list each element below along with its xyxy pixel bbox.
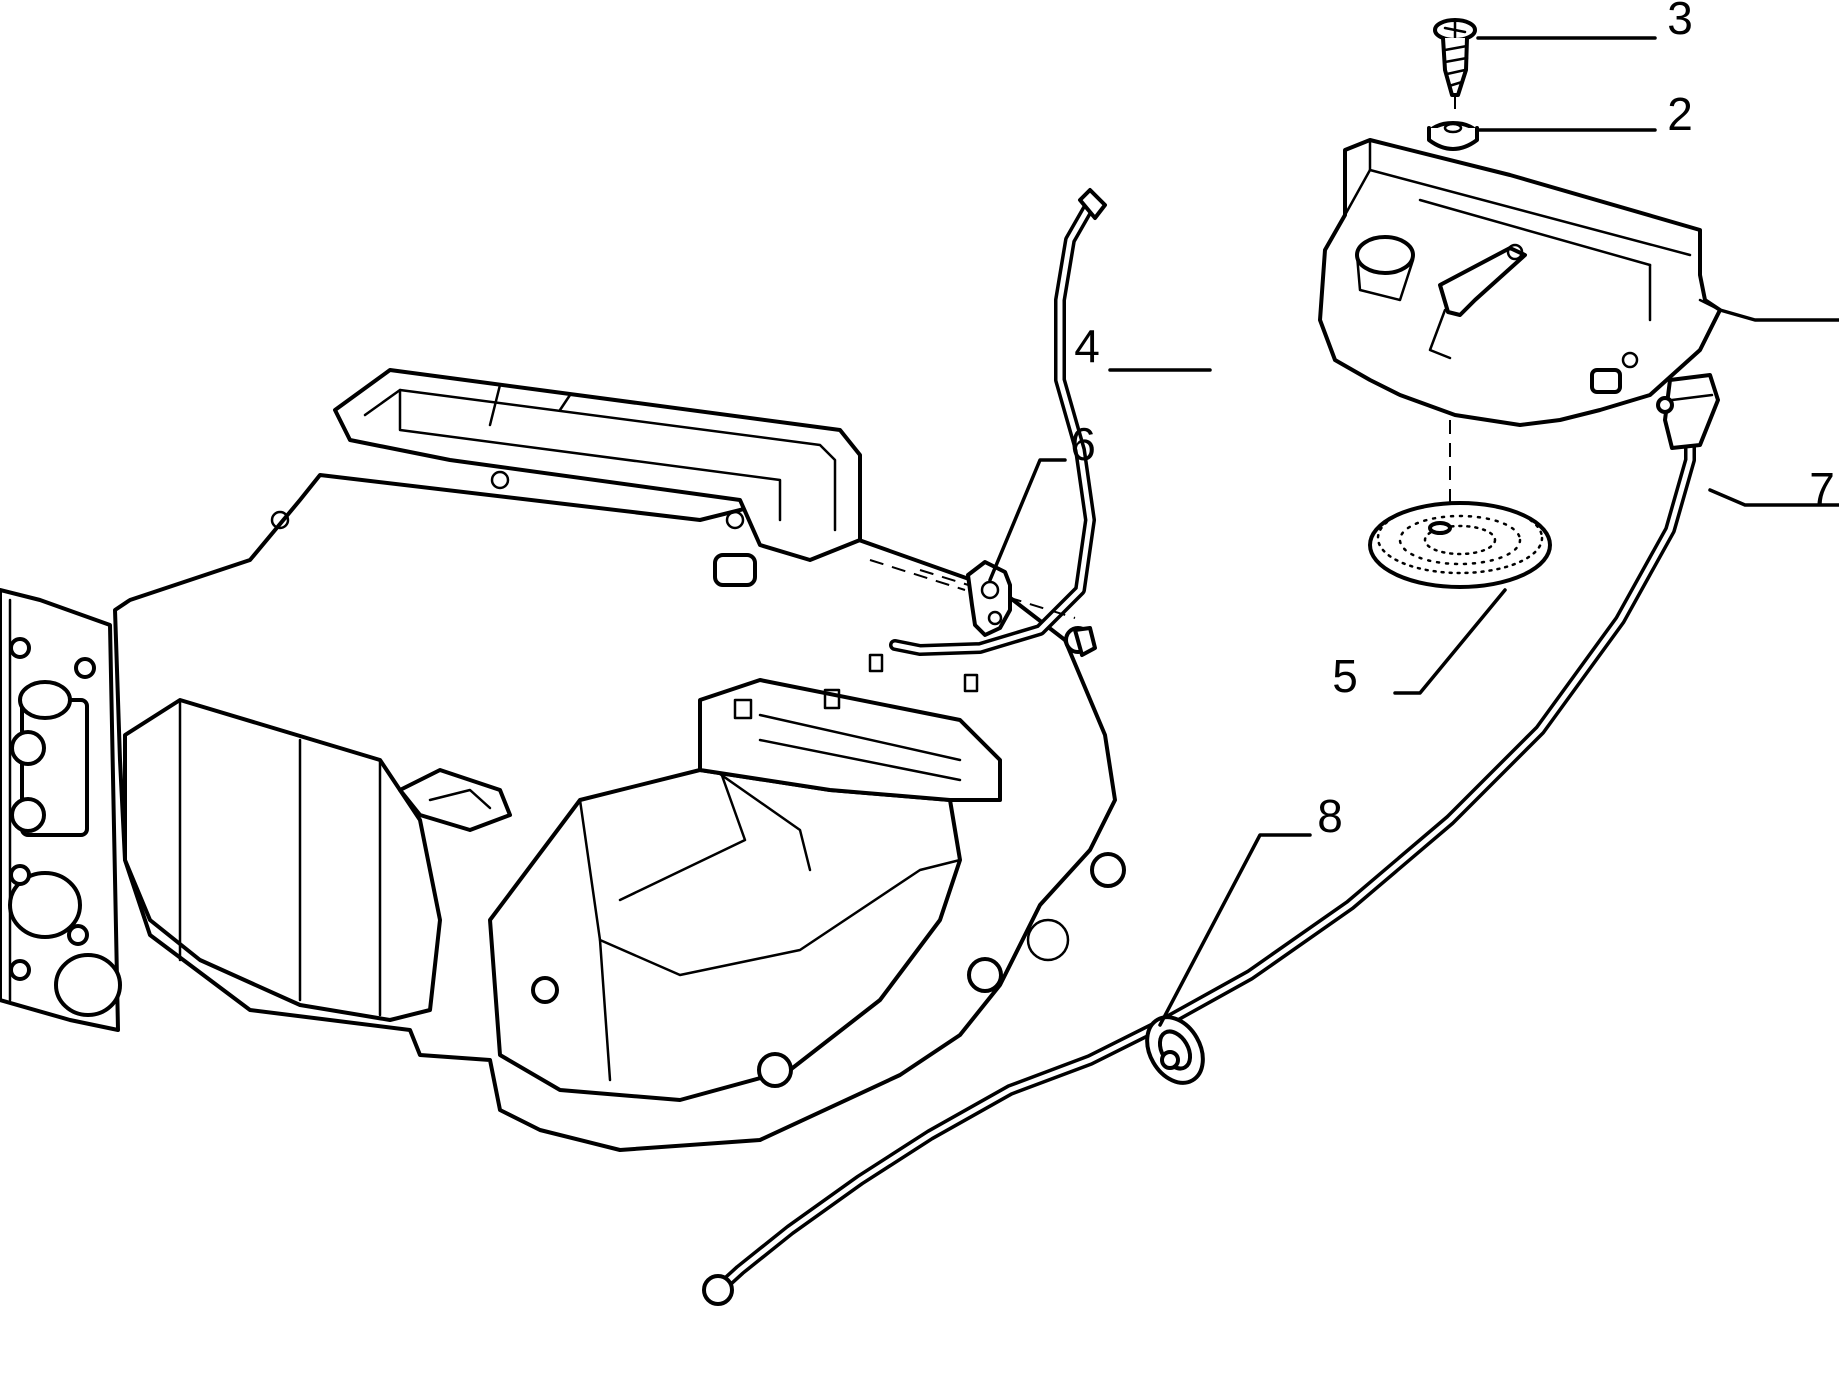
callout-5: 5	[1332, 650, 1358, 702]
callout-8: 8	[1317, 790, 1343, 842]
heater-housing-assembly	[113, 368, 1126, 1152]
callout-2: 2	[1667, 88, 1693, 140]
leader-6	[988, 458, 1067, 582]
part-4-cable	[889, 188, 1107, 657]
callout-3: 3	[1667, 0, 1693, 44]
callout-7: 7	[1809, 463, 1835, 515]
leader-5	[1393, 588, 1507, 695]
callout-leaders	[988, 36, 1839, 1027]
part-1-actuator-housing	[1318, 138, 1722, 515]
part-3-screw	[1433, 18, 1477, 118]
callout-labels: 1 2 3 4 5 6 7 8	[1070, 0, 1835, 842]
part-7-long-cable	[702, 373, 1720, 1306]
part-2-washer	[1427, 121, 1479, 151]
callout-6: 6	[1070, 418, 1096, 470]
leader-8	[1158, 833, 1312, 1027]
part-8-grommet	[1145, 1015, 1205, 1085]
part-5-filter-disc	[1368, 501, 1552, 589]
leader-7	[1708, 488, 1839, 507]
expansion-valve-flange	[0, 588, 122, 1032]
leader-1	[1718, 308, 1839, 322]
callout-4: 4	[1074, 320, 1100, 372]
